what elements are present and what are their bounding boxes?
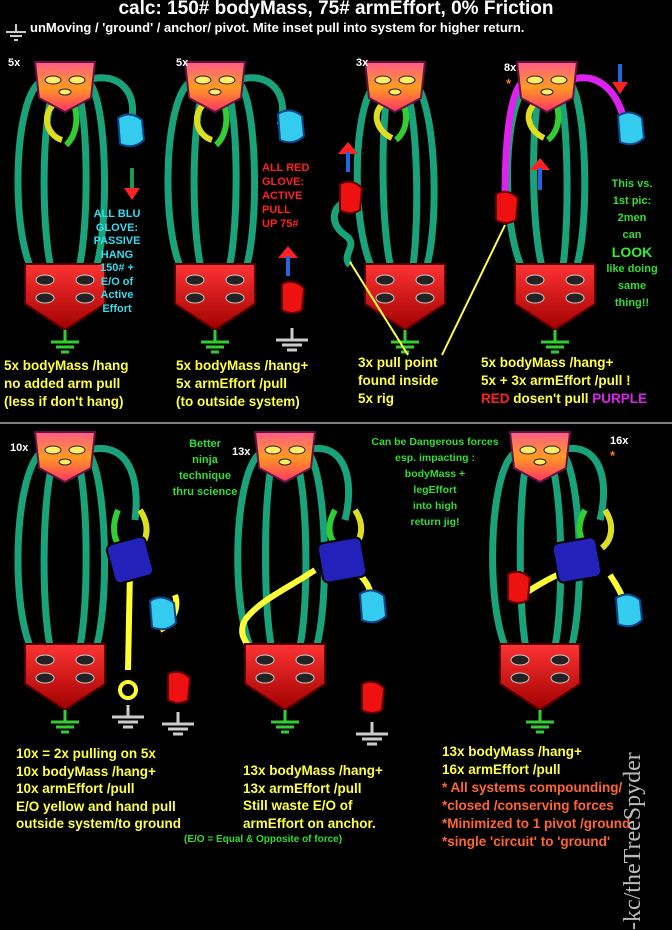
caption-panel-2: 5x bodyMass /hang+5x armEffort /pull(to …: [176, 358, 309, 409]
look-emphasis: LOOK: [611, 244, 653, 260]
rig-panel-1: [14, 61, 145, 354]
eo-footnote: (E/O = Equal & Opposite of force): [184, 834, 343, 845]
rig-panel-5: [14, 431, 196, 736]
rig-panel-2: [164, 61, 310, 354]
multiplier-panel-7: 16x: [610, 435, 629, 447]
rig-panel-4: [495, 61, 645, 354]
multiplier-panel-4: 8x: [504, 62, 517, 74]
multiplier-panel-1: 5x: [8, 57, 21, 69]
multiplier-panel-2: 5x: [176, 57, 189, 69]
page-title: calc: 150# bodyMass, 75# armEffort, 0% F…: [118, 0, 554, 19]
multiplier-panel-6: 13x: [232, 446, 251, 458]
multiplier-panel-3: 3x: [356, 57, 369, 69]
multiplier-panel-5: 10x: [10, 442, 29, 454]
star-panel-7: *: [610, 448, 616, 463]
star-panel-4: *: [506, 76, 512, 91]
caption-panel-4: 5x bodyMass /hang+5x + 3x armEffort /pul…: [481, 355, 647, 406]
rig-panel-3: [330, 61, 506, 356]
caption-panel-7: 13x bodyMass /hang+16x armEffort /pull *…: [442, 744, 631, 849]
signature: -kc/theTreeSpyder: [620, 752, 646, 930]
diagram-canvas: [0, 24, 672, 746]
rig-panel-6: [234, 431, 390, 746]
page-subtitle: unMoving / 'ground' / anchor/ pivot. Mit…: [30, 20, 525, 35]
rig-panel-7: [489, 431, 643, 734]
ground-symbol-header: [6, 24, 26, 41]
